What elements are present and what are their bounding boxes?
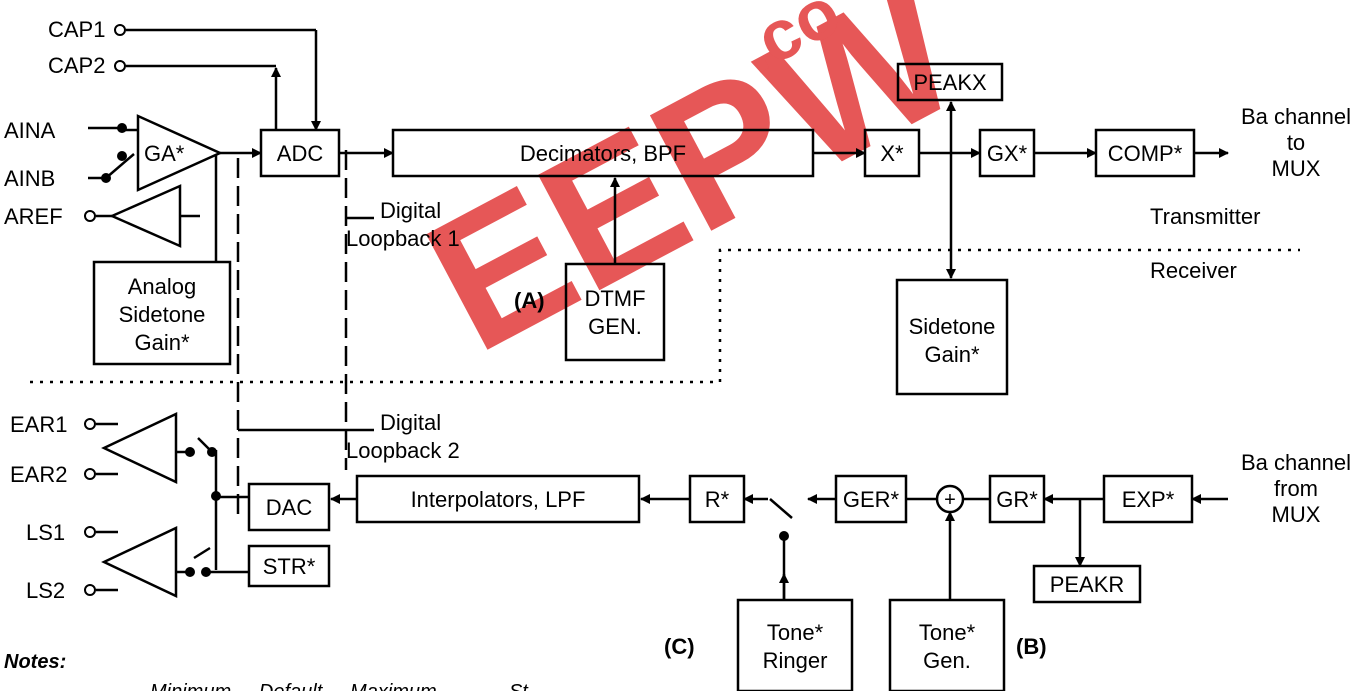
aref-buffer xyxy=(108,184,182,248)
gr-label: GR* xyxy=(996,487,1038,512)
peakx-block xyxy=(896,62,1004,102)
digital-loopback-2-line2: Loopback 2 xyxy=(346,438,460,463)
ls-amplifier xyxy=(101,526,178,598)
peakx-label: PEAKX xyxy=(913,70,987,95)
x-label: X* xyxy=(880,141,904,166)
pin-cap2: CAP2 xyxy=(48,53,105,78)
analog-sidetone-line2: Sidetone xyxy=(119,302,206,327)
notes-partial-line: Minimum Default Maximum St xyxy=(150,681,529,691)
tone-ringer-line1: Tone* xyxy=(767,620,824,645)
analog-sidetone-line3: Gain* xyxy=(134,330,189,355)
pin-ear1: EAR1 xyxy=(10,412,67,437)
transmitter-label: Transmitter xyxy=(1150,204,1260,229)
peakr-block xyxy=(1032,564,1142,604)
exp-label: EXP* xyxy=(1122,487,1175,512)
digital-loopback-1-line1: Digital xyxy=(380,198,441,223)
decimators-label: Decimators, BPF xyxy=(520,141,686,166)
pin-ls2: LS2 xyxy=(26,578,65,603)
tone-ringer-line2: Ringer xyxy=(763,648,828,673)
pin-aref: AREF xyxy=(4,204,63,229)
ba-from-mux-line3: MUX xyxy=(1272,502,1321,527)
adc-label: ADC xyxy=(277,141,324,166)
ba-to-mux-line3: MUX xyxy=(1272,156,1321,181)
pin-ls1: LS1 xyxy=(26,520,65,545)
ear-amplifier xyxy=(101,412,178,484)
peakr-label: PEAKR xyxy=(1050,572,1125,597)
digital-loopback-2-line1: Digital xyxy=(380,410,441,435)
ger-label: GER* xyxy=(843,487,900,512)
marker-a: (A) xyxy=(514,288,545,313)
pin-cap1: CAP1 xyxy=(48,17,105,42)
tone-gen-line1: Tone* xyxy=(919,620,976,645)
ba-to-mux-line2: to xyxy=(1287,130,1305,155)
marker-b: (B) xyxy=(1016,634,1047,659)
marker-c: (C) xyxy=(664,634,695,659)
interpolators-label: Interpolators, LPF xyxy=(411,487,586,512)
sidetone-line2: Gain* xyxy=(924,342,979,367)
tone-ringer-block xyxy=(736,598,854,691)
dtmf-line2: GEN. xyxy=(588,314,642,339)
tone-gen-block xyxy=(888,598,1006,691)
dtmf-line1: DTMF xyxy=(584,286,645,311)
ba-to-mux-line1: Ba channel xyxy=(1241,104,1351,129)
comp-label: COMP* xyxy=(1108,141,1183,166)
dac-block xyxy=(247,482,331,532)
receiver-label: Receiver xyxy=(1150,258,1237,283)
ga-amplifier xyxy=(136,114,224,192)
ba-from-mux-line1: Ba channel xyxy=(1241,450,1351,475)
ga-label: GA* xyxy=(144,141,185,166)
str-block xyxy=(247,544,331,588)
analog-sidetone-line1: Analog xyxy=(128,274,197,299)
pin-aina: AINA xyxy=(4,118,56,143)
sidetone-line1: Sidetone xyxy=(909,314,996,339)
adder-symbol: + xyxy=(944,489,956,511)
r-label: R* xyxy=(705,487,730,512)
sidetone-gain-block xyxy=(895,278,1009,396)
tx-rx-divider xyxy=(30,248,1300,384)
pin-ear2: EAR2 xyxy=(10,462,67,487)
tone-gen-line2: Gen. xyxy=(923,648,971,673)
digital-loopback-1-line2: Loopback 1 xyxy=(346,226,460,251)
analog-sidetone-block xyxy=(92,260,232,366)
watermark: EEPW .co xyxy=(396,0,990,392)
gx-label: GX* xyxy=(987,141,1028,166)
watermark-text: EEPW xyxy=(396,0,990,392)
ba-from-mux-line2: from xyxy=(1274,476,1318,501)
dac-label: DAC xyxy=(266,495,313,520)
pin-ainb: AINB xyxy=(4,166,55,191)
str-label: STR* xyxy=(263,554,316,579)
notes-title: Notes: xyxy=(4,651,66,673)
